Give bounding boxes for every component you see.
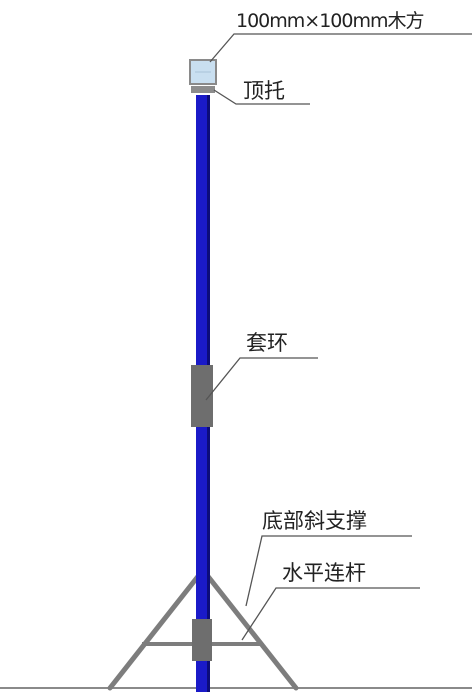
- label-sleeve-ring: 套环: [246, 331, 288, 355]
- leader-sleeve-ring: [205, 357, 318, 401]
- leader-horizontal-bar: [241, 587, 420, 641]
- wood-block: [189, 59, 217, 85]
- sleeve-ring: [191, 365, 213, 427]
- top-support-plate: [191, 86, 215, 93]
- lower-sleeve: [192, 619, 212, 661]
- label-top-support: 顶托: [243, 79, 285, 103]
- label-bottom-brace: 底部斜支撑: [262, 509, 367, 533]
- leader-wood-block: [209, 33, 472, 63]
- leader-top-support: [213, 89, 310, 105]
- leader-bottom-brace: [245, 535, 412, 607]
- leader-lines: [205, 33, 472, 641]
- top-support-assembly: [189, 59, 217, 93]
- label-wood-block: 100mm×100mm木方: [236, 10, 423, 32]
- left-leg: [107, 567, 206, 691]
- label-horizontal-bar: 水平连杆: [282, 561, 366, 585]
